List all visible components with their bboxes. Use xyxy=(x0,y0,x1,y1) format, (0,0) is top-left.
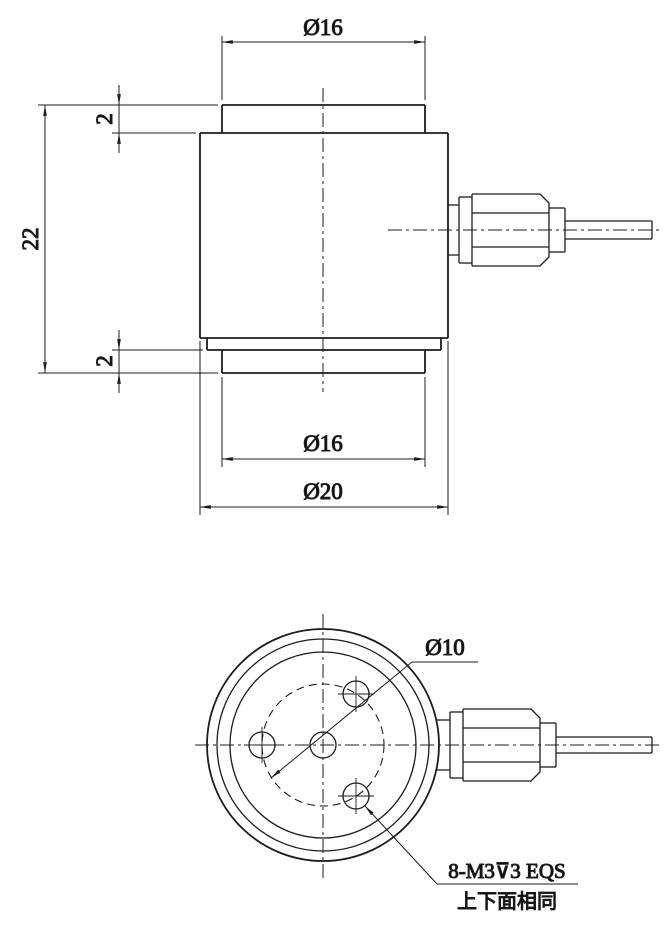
dim-top-cap-height: 2 xyxy=(38,85,218,153)
bottom-view: Ø10 8-M3⊽3 EQS 上下面相同 xyxy=(195,614,660,914)
thread-note-label: 8-M3⊽3 EQS xyxy=(448,859,565,883)
front-body-outline xyxy=(199,104,449,374)
leader-thread-note: 8-M3⊽3 EQS 上下面相同 xyxy=(364,805,578,914)
leader-bolt-circle: Ø10 xyxy=(270,635,478,779)
dim-top-diameter-label: Ø16 xyxy=(303,15,343,40)
bottom-cable-gland xyxy=(437,708,653,782)
face-note-label: 上下面相同 xyxy=(457,889,557,913)
bolt-hole-left xyxy=(244,727,280,763)
front-view: Ø16 2 22 2 Ø16 xyxy=(18,15,660,515)
dim-total-height-label: 22 xyxy=(18,228,43,251)
bolt-hole-top-right xyxy=(338,676,374,712)
bolt-hole-bottom-right xyxy=(338,778,374,814)
dim-top-diameter: Ø16 xyxy=(221,15,426,100)
dim-outer-diameter: Ø20 xyxy=(199,341,449,515)
dim-bottom-diameter: Ø16 xyxy=(221,377,426,467)
dim-bottom-cap-height: 2 xyxy=(92,330,203,393)
bolt-circle-diameter-label: Ø10 xyxy=(425,635,465,660)
dim-bottom-diameter-label: Ø16 xyxy=(303,431,343,456)
dim-outer-diameter-label: Ø20 xyxy=(303,479,343,504)
dim-total-height: 22 xyxy=(18,105,218,374)
dim-top-cap-height-label: 2 xyxy=(92,113,117,125)
dim-bottom-cap-height-label: 2 xyxy=(92,355,117,367)
